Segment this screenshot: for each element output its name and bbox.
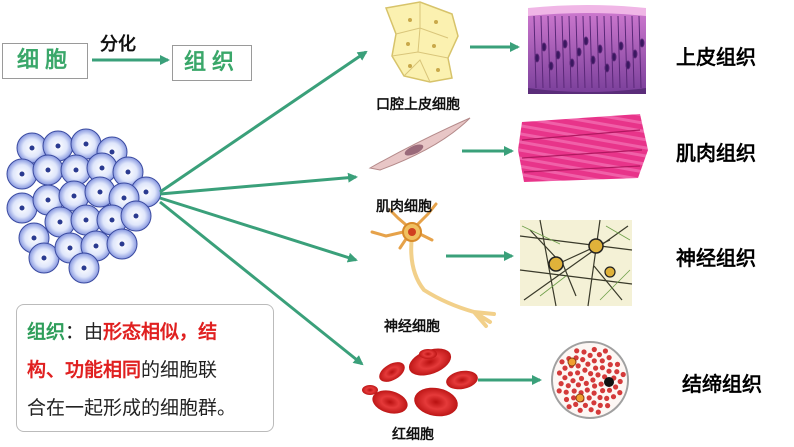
muscle-tissue-label: 肌肉组织 <box>676 141 756 165</box>
definition-separator: 、 <box>46 359 66 381</box>
definition-text-2: 合在一起形成的细胞群。 <box>27 397 237 419</box>
nervous-tissue-image <box>519 219 633 307</box>
arrow-to-muscle-cell <box>159 172 358 196</box>
arrow-to-nerve-cell <box>159 196 358 263</box>
arrow-to-epithelial-cell <box>159 50 368 194</box>
definition-colon: ：由 <box>65 321 104 343</box>
definition-keyword-shape: 形态相似 <box>103 321 180 343</box>
connective-tissue-image <box>551 341 629 419</box>
cell-box: 细胞 <box>2 43 88 79</box>
undifferentiated-cell-cluster <box>6 128 162 284</box>
epithelial-tissue-label: 上皮组织 <box>676 45 756 69</box>
red-blood-cell-label: 红细胞 <box>392 427 434 443</box>
nerve-cell-image <box>370 202 496 328</box>
definition-text-1: 的细胞联 <box>141 359 218 381</box>
connective-tissue-label: 结缔组织 <box>682 372 762 396</box>
epithelial-cell-label: 口腔上皮细胞 <box>376 97 460 113</box>
definition-keyword-function: 功能相同 <box>65 359 142 381</box>
muscle-cell-label: 肌肉细胞 <box>376 199 432 215</box>
muscle-tissue-image <box>518 114 648 182</box>
nervous-tissue-label: 神经组织 <box>676 246 756 270</box>
red-blood-cells-image <box>362 348 478 417</box>
tissue-definition-box: 组织：由形态相似，结 构、功能相同的细胞联 合在一起形成的细胞群。 <box>16 304 274 432</box>
arrow-to-red-blood-cell <box>159 200 364 366</box>
definition-keyword-structure-a: 结 <box>198 321 218 343</box>
tissue-box: 组织 <box>172 45 252 81</box>
definition-comma: ， <box>179 321 199 343</box>
epithelial-tissue-image <box>528 5 646 94</box>
definition-keyword-structure-b: 构 <box>27 359 47 381</box>
definition-term: 组织 <box>27 321 66 343</box>
muscle-cell-image <box>368 117 471 171</box>
nerve-cell-label: 神经细胞 <box>384 319 440 335</box>
oral-epithelial-cell-image <box>384 1 459 83</box>
differentiation-label: 分化 <box>100 34 136 55</box>
